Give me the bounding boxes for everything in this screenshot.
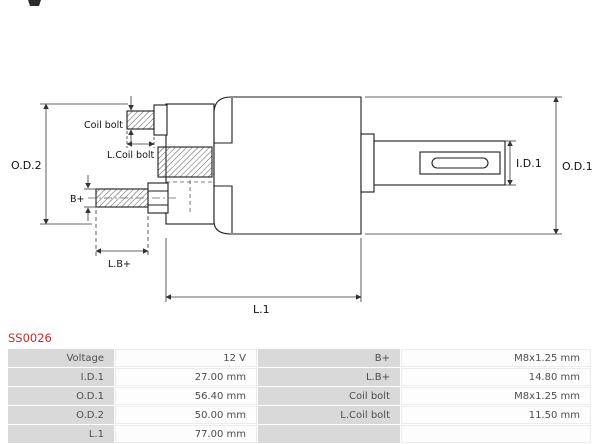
spec-label: O.D.1	[8, 387, 114, 405]
dim-label-b-plus: B+	[70, 194, 84, 205]
shaft-collar	[360, 133, 375, 193]
spec-label: Coil bolt	[258, 387, 400, 405]
coil-bolt-nut	[153, 104, 168, 136]
spec-label: O.D.2	[8, 406, 114, 424]
shaft-slot	[431, 157, 489, 169]
solenoid-diagram-svg: O.D.2 O.D.1 I.D.1 L.1 L.B+ B+ Coil bolt …	[11, 0, 593, 316]
dim-label-id1: I.D.1	[516, 157, 542, 170]
spec-value: 56.40 mm	[115, 387, 257, 405]
spec-label: L.Coil bolt	[258, 406, 400, 424]
solenoid-body	[213, 96, 362, 235]
dim-label-od2: O.D.2	[11, 159, 42, 172]
spec-value: 50.00 mm	[115, 406, 257, 424]
spec-label: B+	[258, 349, 400, 367]
logo-fragment	[28, 0, 41, 6]
spec-label: L.B+	[258, 368, 400, 386]
dim-label-coil-bolt: Coil bolt	[84, 120, 123, 131]
threaded-bushing	[157, 146, 213, 178]
dim-label-l-coil-bolt: L.Coil bolt	[107, 150, 155, 161]
spec-value: 11.50 mm	[401, 406, 591, 424]
coil-bolt-stud	[126, 110, 155, 130]
spec-label: Voltage	[8, 349, 114, 367]
spec-label: L.1	[8, 425, 114, 443]
spec-value: 14.80 mm	[401, 368, 591, 386]
spec-label: I.D.1	[8, 368, 114, 386]
spec-value: M8x1.25 mm	[401, 387, 591, 405]
body-inner-step-top	[214, 98, 233, 144]
spec-value: 77.00 mm	[115, 425, 257, 443]
spec-value: 12 V	[115, 349, 257, 367]
spec-label	[258, 425, 400, 443]
spec-table: Voltage 12 V B+ M8x1.25 mm I.D.1 27.00 m…	[8, 349, 592, 443]
dim-label-lb-plus: L.B+	[108, 259, 131, 270]
dim-label-l1: L.1	[253, 303, 270, 316]
spec-value	[401, 425, 591, 443]
spec-value: M8x1.25 mm	[401, 349, 591, 367]
dim-label-od1: O.D.1	[562, 160, 593, 173]
body-inner-step-bottom	[214, 185, 233, 233]
solenoid-diagram: O.D.2 O.D.1 I.D.1 L.1 L.B+ B+ Coil bolt …	[11, 0, 593, 316]
spec-value: 27.00 mm	[115, 368, 257, 386]
part-code: SS0026	[8, 331, 52, 345]
